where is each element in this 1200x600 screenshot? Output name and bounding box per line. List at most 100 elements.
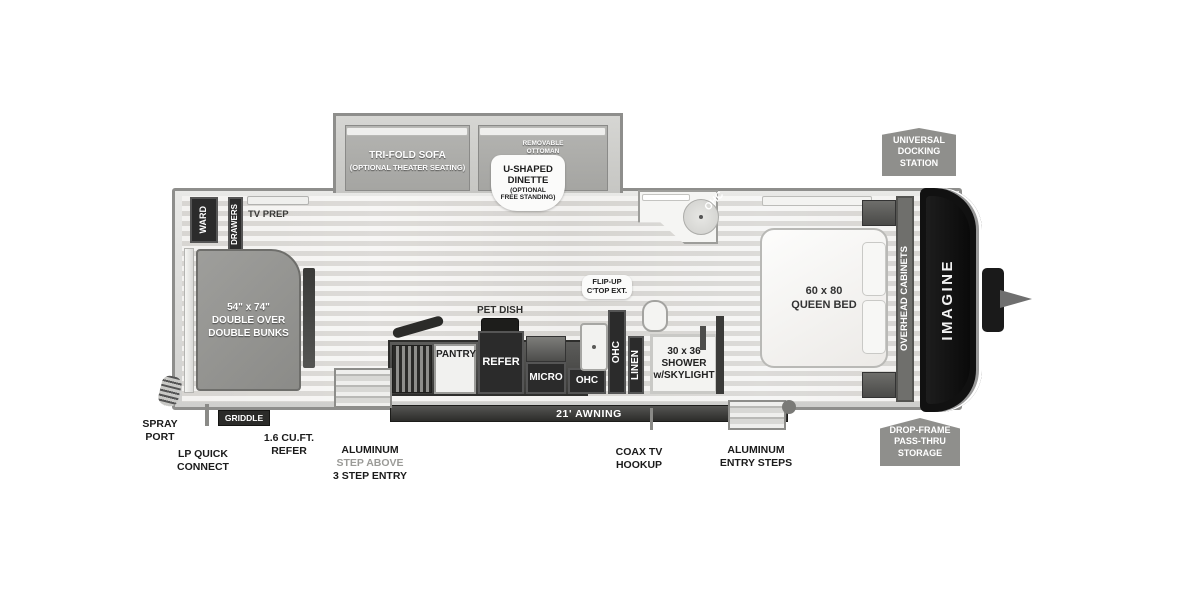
awning-strip: 21' AWNING <box>390 405 788 422</box>
lp-quick-line2: CONNECT <box>177 460 229 473</box>
u-shaped-dinette-callout: U-SHAPED DINETTE (OPTIONAL FREE STANDING… <box>491 155 565 211</box>
wardrobe-unit: WARD <box>190 197 218 243</box>
bedroom-shelf <box>762 196 872 206</box>
bathroom-wall <box>716 316 724 394</box>
linen-label: LINEN <box>629 350 641 380</box>
refer16-line1: 1.6 CU.FT. <box>263 432 315 444</box>
microwave-unit: MICRO <box>526 362 566 394</box>
front-cap-inner <box>926 196 970 404</box>
shower-line2: w/SKYLIGHT <box>653 370 715 381</box>
alum-entry-line2: ENTRY STEPS <box>719 456 793 469</box>
micro-label: MICRO <box>529 371 563 383</box>
entry-steps-front-bunk <box>334 368 392 408</box>
dinette-sub-1: (OPTIONAL <box>510 186 546 194</box>
storage-line3: STORAGE <box>897 447 943 458</box>
docking-line3: STATION <box>899 157 939 168</box>
pantry-label: PANTRY <box>436 349 476 360</box>
toilet-icon <box>642 300 668 332</box>
alum-entry-line1: ALUMINUM <box>727 444 785 456</box>
callout-coax-tv-hookup: COAX TV HOOKUP <box>596 446 682 472</box>
imagine-brand-logo: IMAGINE <box>924 196 970 404</box>
overhead-cabinets-label: OVERHEAD CABINETS <box>899 246 911 352</box>
overhead-cabinet-lower: OHC <box>568 368 606 394</box>
step-handle-icon <box>782 400 796 414</box>
tv-prep-label: TV PREP <box>248 208 289 220</box>
ohc-low-label: OHC <box>575 374 599 386</box>
pillow-bottom <box>862 300 886 354</box>
bunks-line1: DOUBLE OVER <box>211 314 286 326</box>
coax-line1: COAX TV <box>615 446 663 458</box>
pet-dish-unit <box>481 318 519 332</box>
alum-step-line3: 3 STEP ENTRY <box>332 469 408 482</box>
bunks-dimension: 54" x 74" <box>227 301 270 313</box>
overhead-cabinet-tall: OHC <box>608 310 626 394</box>
rear-wall-window <box>184 248 194 393</box>
tv-prep-shelf <box>247 196 309 205</box>
nightstand-bottom <box>862 372 896 398</box>
drawers-unit: DRAWERS <box>228 197 243 251</box>
tri-fold-sofa-label: TRI-FOLD SOFA (OPTIONAL THEATER SEATING) <box>340 150 475 172</box>
shower-line1: SHOWER <box>661 358 707 369</box>
overhead-cabinets-bedroom: OVERHEAD CABINETS <box>896 196 914 402</box>
dinette-back-shelf <box>479 127 606 136</box>
alum-step-line1: ALUMINUM <box>341 444 399 456</box>
storage-line2: PASS-THRU <box>894 436 946 447</box>
sofa-back-shelf <box>346 127 468 136</box>
callout-aluminum-3-step-entry: ALUMINUM STEP ABOVE 3 STEP ENTRY <box>318 444 422 482</box>
lp-quick-connect-stem <box>205 404 209 426</box>
bunks-line2: DOUBLE BUNKS <box>208 327 289 339</box>
ottoman-line1: REMOVABLE <box>522 140 564 147</box>
storage-line1: DROP-FRAME <box>889 425 951 436</box>
bathroom-door <box>700 326 706 350</box>
shower-dimension: 30 x 36 <box>667 346 701 357</box>
pillow-top <box>862 242 886 296</box>
flipup-line1: FLIP-UP <box>592 277 622 287</box>
removable-ottoman-label: REMOVABLE OTTOMAN <box>500 140 586 156</box>
flipup-line2: C'TOP EXT. <box>586 286 628 295</box>
alum-step-line2: STEP ABOVE <box>336 456 404 469</box>
dinette-sub-2: FREE STANDING) <box>500 194 556 202</box>
bunk-ladder <box>303 268 315 368</box>
sofa-title: TRI-FOLD SOFA <box>369 150 446 161</box>
tri-fold-sofa <box>345 125 470 191</box>
docking-line2: DOCKING <box>897 146 941 157</box>
table-center-dot-icon <box>699 215 703 219</box>
callout-16-cuft-refer: 1.6 CU.FT. REFER <box>252 432 326 458</box>
sink-drain-icon <box>592 345 596 349</box>
callout-spray-port: SPRAY PORT <box>130 418 190 444</box>
bed-label: QUEEN BED <box>791 299 857 311</box>
pet-dish-label: PET DISH <box>476 305 524 316</box>
ohc-tall-label: OHC <box>610 340 622 364</box>
coax-hookup-stem <box>650 408 653 430</box>
spray-port-line1: SPRAY <box>142 418 178 430</box>
dinette-title-2: DINETTE <box>507 175 549 187</box>
pantry-unit: PANTRY <box>434 344 476 394</box>
refrigerator-unit: REFER <box>478 331 524 394</box>
coax-line2: HOOKUP <box>615 458 663 471</box>
hitch-box <box>982 268 1004 332</box>
badge-drop-frame-pass-thru-storage: DROP-FRAME PASS-THRU STORAGE <box>880 418 960 466</box>
lp-quick-line1: LP QUICK <box>178 448 228 460</box>
nightstand-top <box>862 200 896 226</box>
refer-label: REFER <box>482 355 520 368</box>
double-over-double-bunks: 54" x 74" DOUBLE OVER DOUBLE BUNKS <box>196 249 301 391</box>
sofa-subtitle: (OPTIONAL THEATER SEATING) <box>349 162 466 172</box>
callout-aluminum-entry-steps: ALUMINUM ENTRY STEPS <box>708 444 804 470</box>
wardrobe-label: WARD <box>198 206 209 234</box>
bed-dimension: 60 x 80 <box>805 284 843 297</box>
spray-port-line2: PORT <box>145 430 175 443</box>
callout-lp-quick-connect: LP QUICK CONNECT <box>158 448 248 474</box>
linen-closet: LINEN <box>628 336 644 394</box>
cooktop-burners <box>392 345 432 393</box>
shower-unit: 30 x 36 SHOWER w/SKYLIGHT <box>650 334 718 394</box>
hitch-a-frame-icon <box>1000 290 1038 308</box>
ottoman-line2: OTTOMAN <box>526 147 560 155</box>
badge-universal-docking-station: UNIVERSAL DOCKING STATION <box>882 128 956 176</box>
entry-steps-main <box>728 400 786 430</box>
outdoor-griddle: GRIDDLE <box>218 410 270 426</box>
drawers-label: DRAWERS <box>230 203 240 245</box>
entertainment-shelf <box>642 194 690 201</box>
range-unit <box>526 336 566 362</box>
dinette-title-1: U-SHAPED <box>503 163 553 175</box>
